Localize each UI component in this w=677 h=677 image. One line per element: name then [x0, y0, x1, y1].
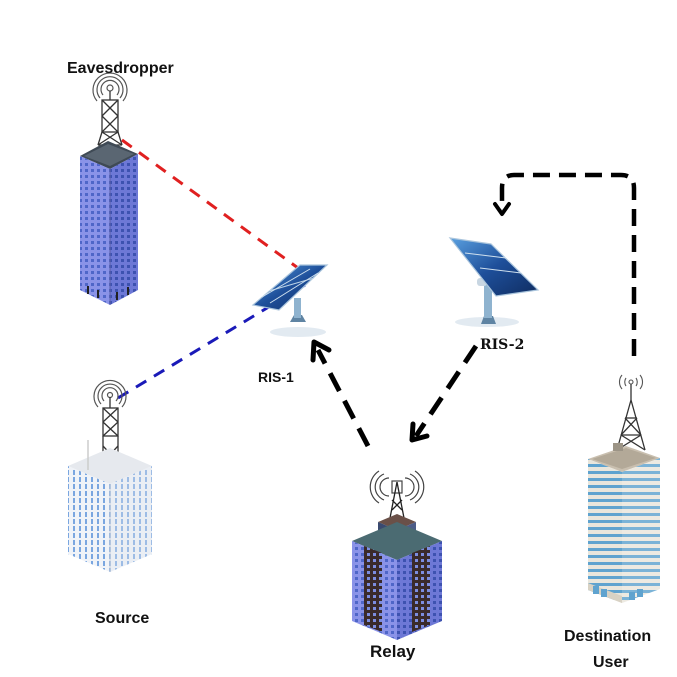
arrow-destination-to-ris2 [493, 172, 637, 356]
arrow-relay-to-ris1 [310, 339, 371, 448]
tower-icon [389, 481, 405, 519]
tower-icon [97, 91, 123, 146]
relay-label: Relay [370, 642, 416, 661]
tower-icon [616, 384, 646, 451]
eavesdropper-building [80, 72, 138, 305]
ris1-panel [251, 264, 329, 337]
source-building [68, 379, 152, 572]
relay-building [352, 470, 442, 640]
ris2-label: RIS-2 [480, 337, 525, 353]
eavesdropper-label: Eavesdropper [67, 60, 174, 77]
link-eavesdropper-ris1 [121, 138, 299, 270]
source-label: Source [95, 610, 150, 627]
ris2-panel [448, 237, 540, 327]
destination-label-line1: Destination [564, 628, 652, 645]
link-source-ris1 [117, 283, 306, 400]
destination-label-line2: User [593, 654, 629, 671]
ris1-label: RIS-1 [258, 369, 294, 385]
arrow-ris2-to-relay [409, 344, 479, 443]
destination-building [588, 374, 660, 603]
